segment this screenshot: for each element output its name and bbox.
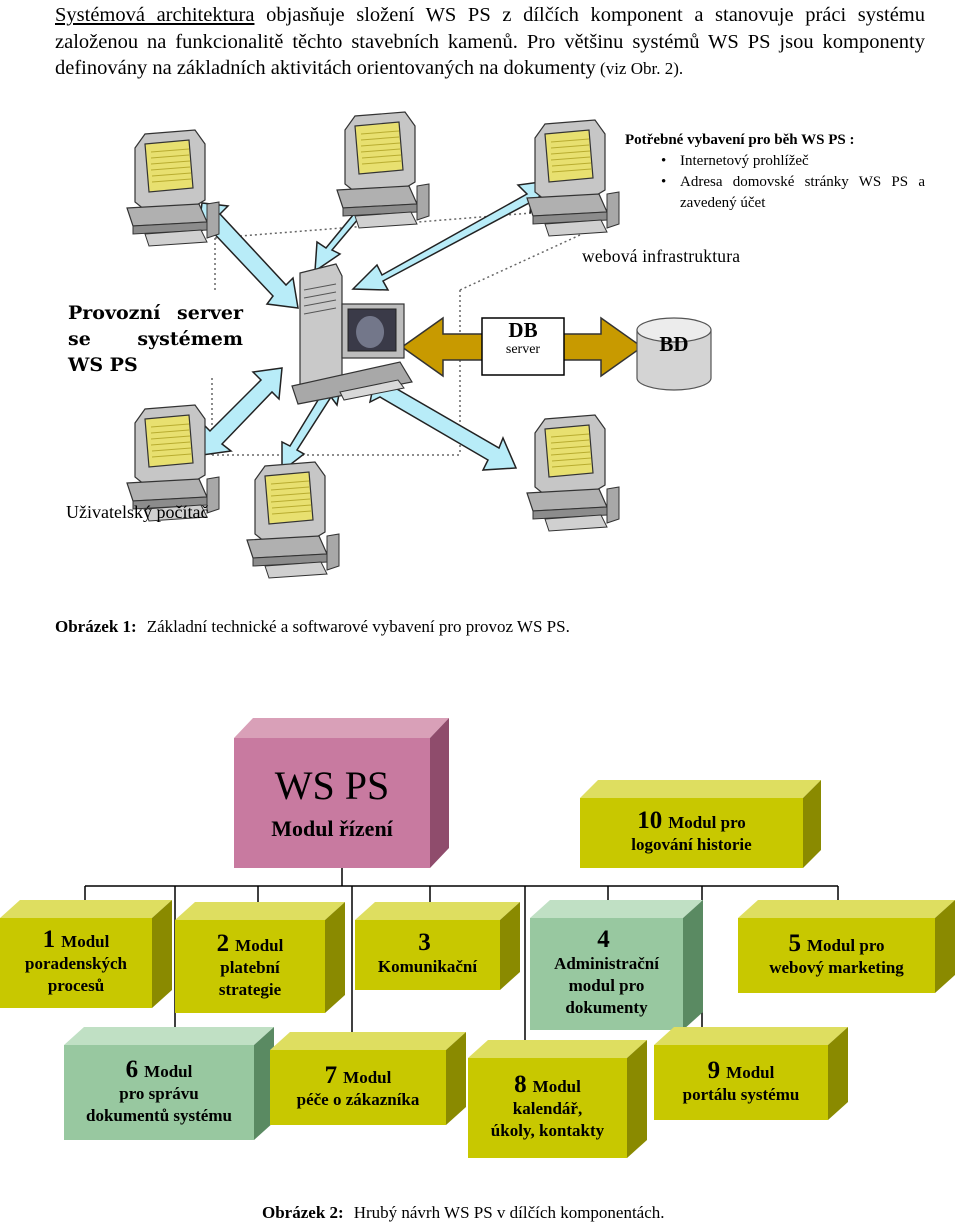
db-subtitle: server bbox=[505, 342, 541, 357]
module-label: Administrační bbox=[554, 954, 659, 973]
caption-label: Obrázek 2: bbox=[262, 1203, 344, 1222]
module-label: modul pro bbox=[568, 976, 645, 995]
computer-icon bbox=[126, 129, 220, 247]
module-label: Modul bbox=[144, 1061, 193, 1081]
bd-database-icon bbox=[636, 317, 712, 391]
caption-label: Obrázek 1: bbox=[55, 617, 137, 636]
computer-icon bbox=[246, 461, 340, 579]
module-3-box: 3 Komunikační bbox=[355, 920, 500, 990]
user-computer-label: Uživatelský počítač bbox=[66, 502, 209, 522]
web-infrastructure-label: webová infrastruktura bbox=[582, 246, 741, 266]
module-label: strategie bbox=[218, 979, 282, 999]
module-label: Modul bbox=[235, 935, 284, 955]
module-label: pro správu bbox=[119, 1083, 199, 1103]
intro-figure-ref: (viz Obr. 2). bbox=[595, 59, 684, 78]
module-label: dokumentů systému bbox=[86, 1105, 232, 1125]
module-4-box: 4 Administrační modul pro dokumenty bbox=[530, 918, 683, 1030]
server-label: Provozní server se systémem WS PS bbox=[68, 302, 243, 376]
computer-icon bbox=[336, 111, 430, 229]
module-label: Modul pro bbox=[668, 813, 746, 832]
caption-text: Základní technické a softwarové vybavení… bbox=[146, 617, 570, 636]
intro-text: objasňuje složení WS PS z dílčích kompon… bbox=[55, 4, 925, 79]
server-icon bbox=[291, 263, 413, 405]
module-number: 10 bbox=[637, 807, 663, 834]
module-label: Modul bbox=[343, 1067, 392, 1087]
module-number: 9 bbox=[707, 1056, 721, 1084]
list-item: Adresa domovské stránky WS PS a zavedený… bbox=[625, 172, 925, 214]
main-title: WS PS bbox=[274, 763, 390, 808]
module-8-box: 8 Modul kalendář, úkoly, kontakty bbox=[468, 1058, 627, 1158]
computer-icon bbox=[526, 119, 620, 237]
module-number: 6 bbox=[125, 1055, 139, 1083]
architecture-link[interactable]: Systémová architektura bbox=[55, 4, 255, 26]
requirements-note: Potřebné vybavení pro běh WS PS : Intern… bbox=[625, 130, 925, 214]
module-label: kalendář, bbox=[512, 1099, 583, 1118]
module-number: 3 bbox=[418, 929, 431, 956]
requirements-title: Potřebné vybavení pro běh WS PS : bbox=[625, 132, 855, 148]
module-number: 8 bbox=[514, 1071, 527, 1098]
module-label: Komunikační bbox=[377, 957, 478, 976]
module-label: webový marketing bbox=[769, 957, 904, 977]
main-module-box: WS PS Modul řízení bbox=[234, 738, 430, 868]
figure1-caption: Obrázek 1: Základní technické a softwarov… bbox=[55, 617, 570, 637]
intro-paragraph: Systémová architektura objasňuje složení… bbox=[55, 2, 925, 83]
module-1-box: 1 Modul poradenských procesů bbox=[0, 918, 152, 1008]
module-number: 7 bbox=[324, 1061, 338, 1089]
arrow-bottom-left bbox=[201, 367, 283, 456]
module-10-box: 10 Modul pro logování historie bbox=[580, 798, 803, 868]
requirements-list: Internetový prohlížeč Adresa domovské st… bbox=[625, 151, 925, 214]
main-subtitle: Modul řízení bbox=[271, 816, 393, 841]
module-number: 1 bbox=[42, 926, 56, 953]
module-label: platební bbox=[220, 957, 280, 977]
caption-text: Hrubý návrh WS PS v dílčích komponentách… bbox=[353, 1203, 665, 1222]
figure2-caption: Obrázek 2: Hrubý návrh WS PS v dílčích ko… bbox=[262, 1203, 665, 1223]
module-number: 4 bbox=[597, 926, 610, 953]
module-label: poradenských bbox=[24, 954, 128, 973]
module-label: logování historie bbox=[631, 835, 752, 854]
module-label: Modul bbox=[726, 1062, 775, 1082]
module-label: úkoly, kontakty bbox=[490, 1121, 605, 1140]
module-label: Modul pro bbox=[806, 935, 885, 955]
db-server-label: DB server bbox=[482, 318, 564, 358]
module-number: 5 bbox=[788, 929, 801, 957]
module-number: 2 bbox=[216, 929, 230, 957]
module-label: péče o zákazníka bbox=[296, 1089, 420, 1109]
db-title: DB bbox=[508, 318, 538, 342]
list-item: Internetový prohlížeč bbox=[625, 151, 925, 172]
module-label: portálu systému bbox=[682, 1084, 800, 1104]
module-label: Modul bbox=[61, 932, 110, 951]
module-label: Modul bbox=[532, 1077, 581, 1096]
db-server-box bbox=[481, 317, 565, 376]
module-label: procesů bbox=[47, 976, 105, 995]
computer-icon bbox=[526, 414, 620, 532]
bd-label: BD bbox=[659, 332, 689, 356]
module-label: dokumenty bbox=[565, 998, 648, 1017]
